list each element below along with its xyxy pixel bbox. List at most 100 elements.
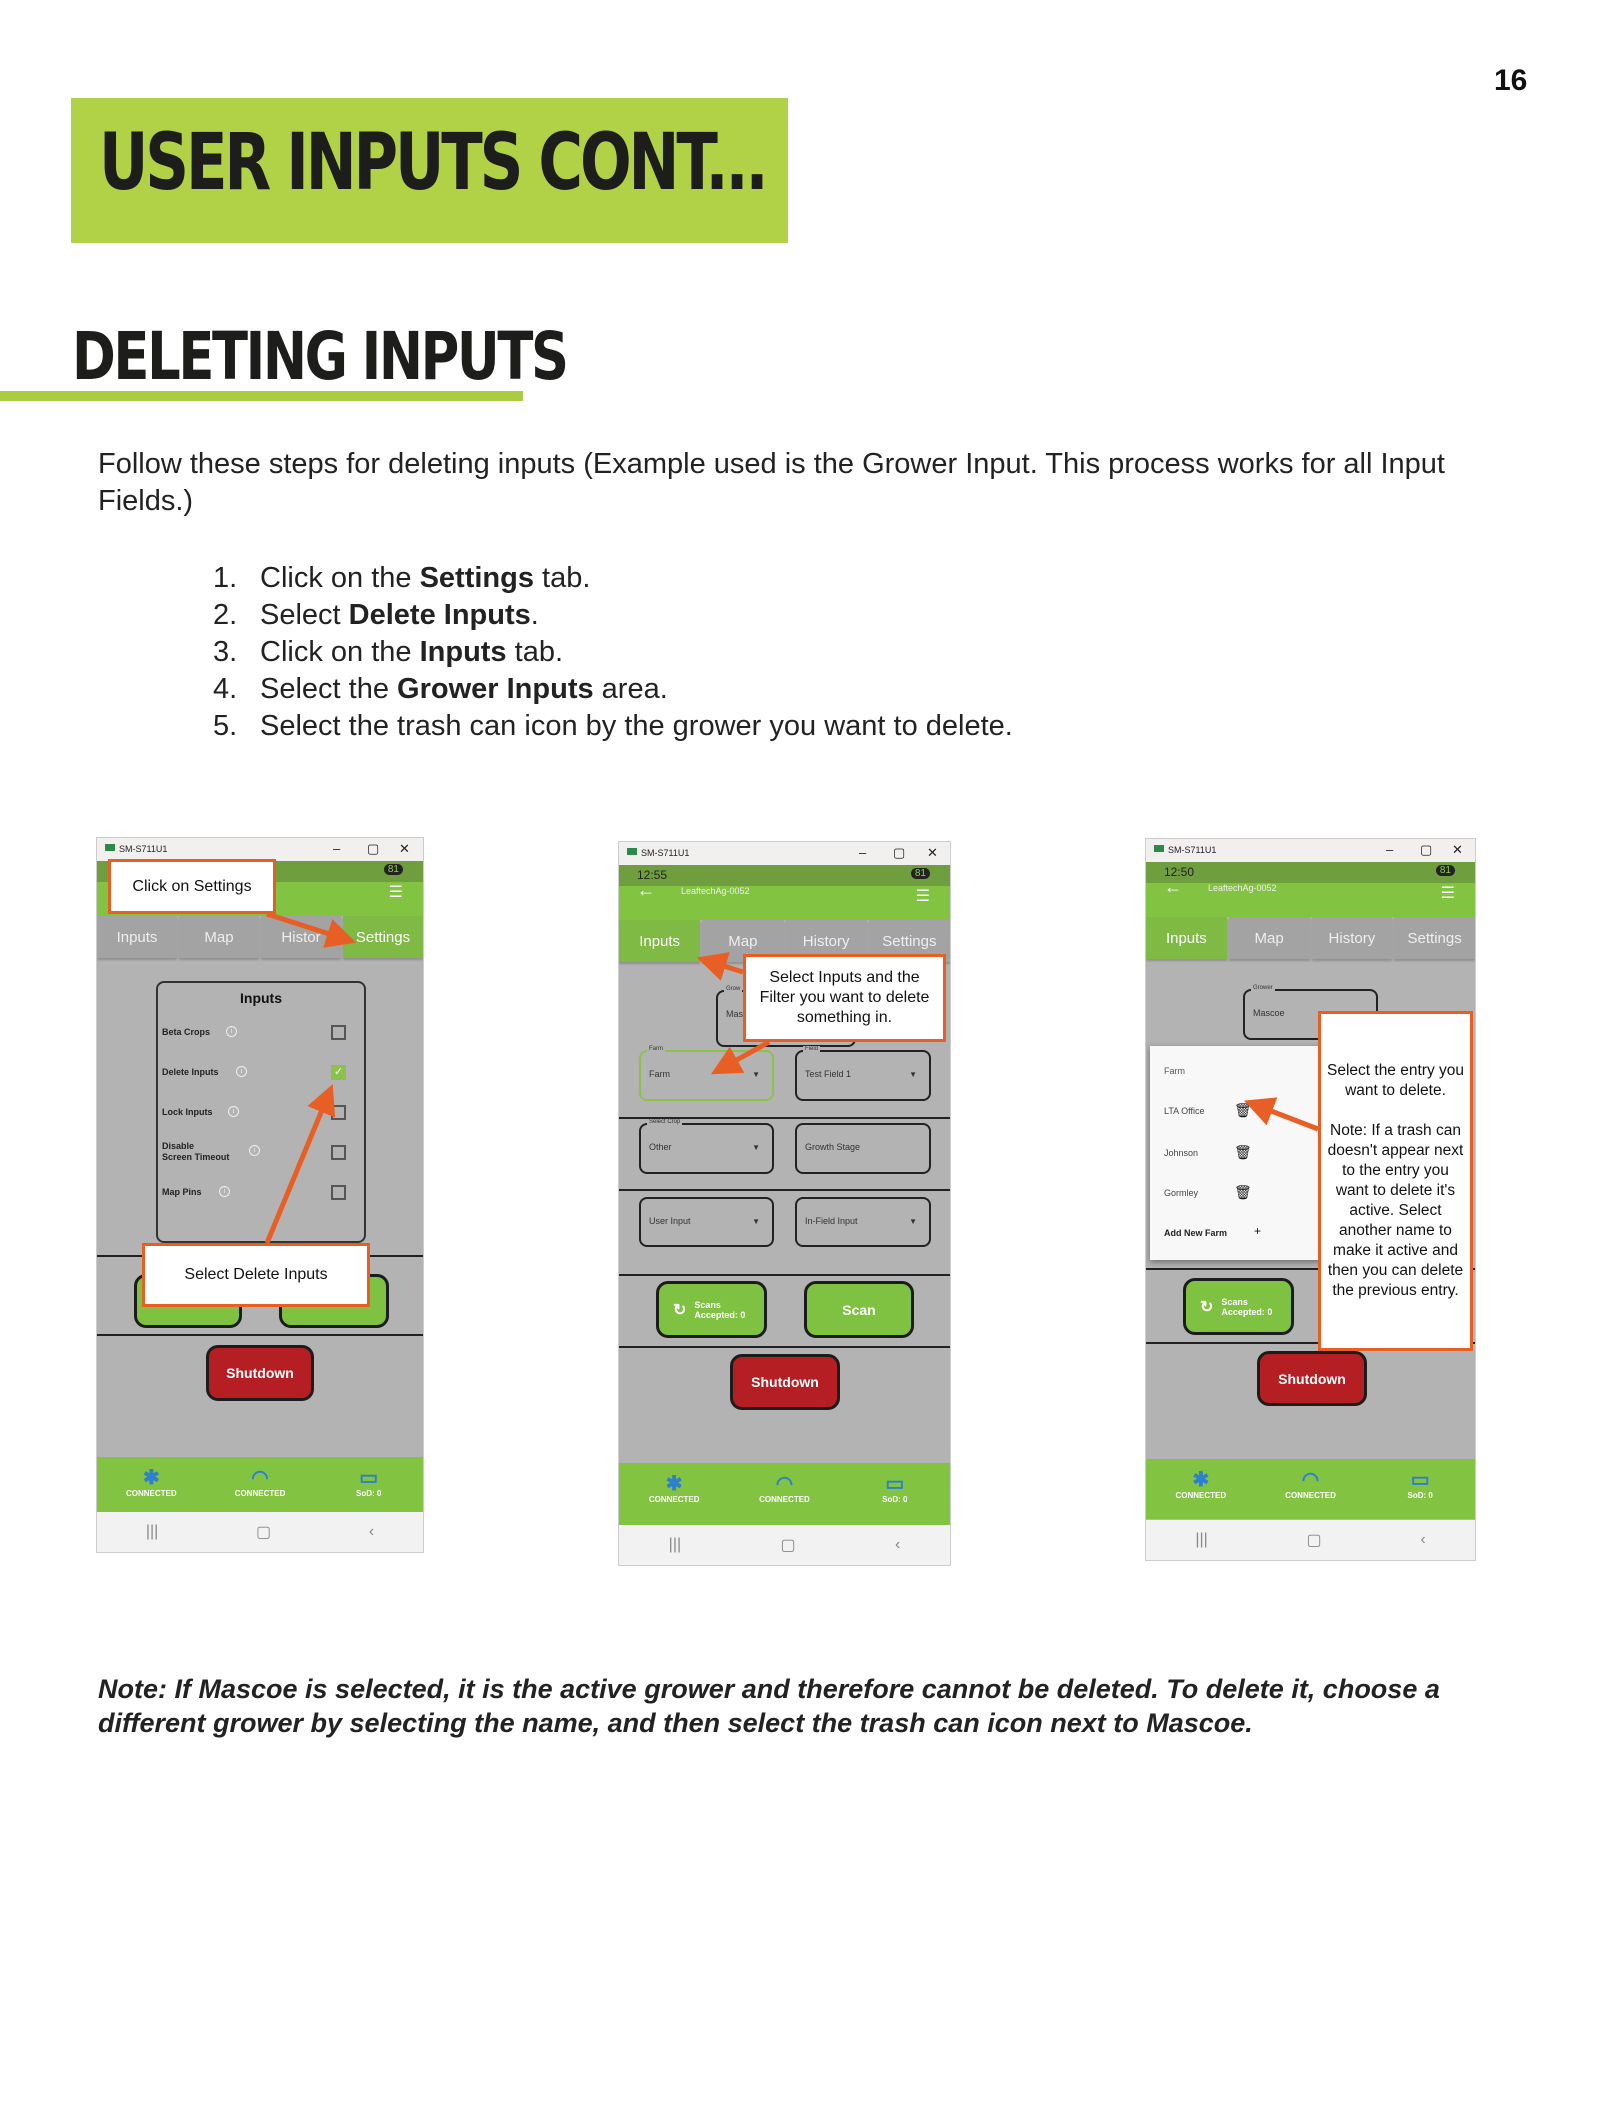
minimize-icon[interactable]: –	[859, 845, 867, 860]
battery-icon: 81	[1435, 865, 1455, 876]
bluetooth-icon: ✱	[1192, 1469, 1210, 1491]
home-icon[interactable]: ▢	[256, 1524, 272, 1541]
tab-history[interactable]: Histor	[261, 916, 341, 958]
tab-settings[interactable]: Settings	[343, 916, 423, 958]
in-field-input-dropdown[interactable]: In-Field Input▼	[795, 1197, 931, 1247]
bluetooth-icon: ✱	[142, 1467, 160, 1489]
tab-settings[interactable]: Settings	[868, 920, 950, 962]
scans-accepted-button[interactable]: ↻Scans Accepted: 0	[1183, 1278, 1294, 1335]
divider	[619, 1346, 950, 1348]
checkbox-delete-inputs-checked[interactable]: ✓	[331, 1065, 346, 1080]
android-nav-bar: ||| ▢ ‹	[1146, 1520, 1475, 1560]
tab-bar: Inputs Map Histor Settings	[97, 916, 423, 958]
setting-delete-inputs: Delete Inputs	[162, 1067, 219, 1077]
menu-icon[interactable]: ☰	[1440, 885, 1455, 902]
menu-item-gormley[interactable]: Gormley	[1164, 1188, 1199, 1198]
inputs-settings-panel: Inputs	[156, 981, 366, 1243]
back-icon[interactable]: ‹	[368, 1523, 375, 1540]
recents-icon[interactable]: |||	[668, 1536, 682, 1553]
wifi-status: ◠CONNECTED	[729, 1463, 839, 1526]
page-title: USER INPUTS CONT...	[99, 118, 769, 208]
home-icon[interactable]: ▢	[1306, 1532, 1322, 1549]
recents-icon[interactable]: |||	[1195, 1531, 1208, 1548]
tab-inputs[interactable]: Inputs	[1146, 917, 1227, 959]
plus-icon[interactable]: +	[1254, 1224, 1262, 1238]
shutdown-button[interactable]: Shutdown	[206, 1345, 314, 1401]
dropdown-caret-icon: ▼	[909, 1070, 917, 1079]
info-icon[interactable]: i	[249, 1145, 260, 1156]
back-arrow-icon[interactable]: ←	[1164, 877, 1182, 897]
checkbox-beta-crops[interactable]	[331, 1025, 346, 1040]
shutdown-button[interactable]: Shutdown	[730, 1354, 840, 1410]
android-nav-bar: ||| ▢ ‹	[619, 1525, 950, 1565]
sod-status: ▭SoD: 0	[314, 1457, 423, 1517]
info-icon[interactable]: i	[228, 1106, 239, 1117]
growth-stage-dropdown[interactable]: Growth Stage	[795, 1123, 931, 1174]
info-icon[interactable]: i	[226, 1026, 237, 1037]
recents-icon[interactable]: |||	[145, 1523, 159, 1540]
trash-icon[interactable]: 🗑	[1234, 1144, 1252, 1160]
menu-icon[interactable]: ☰	[388, 884, 403, 901]
back-icon[interactable]: ‹	[894, 1536, 901, 1553]
tab-settings[interactable]: Settings	[1394, 917, 1475, 959]
note-text: Note: If Mascoe is selected, it is the a…	[98, 1674, 1440, 1738]
close-icon[interactable]: ✕	[399, 841, 410, 856]
close-icon[interactable]: ✕	[927, 845, 938, 860]
divider	[1146, 1268, 1475, 1270]
clock: 12:55	[637, 868, 668, 882]
divider	[619, 1117, 950, 1119]
maximize-icon[interactable]: ▢	[893, 845, 906, 860]
menu-item-lta-office[interactable]: LTA Office	[1164, 1106, 1205, 1116]
back-arrow-icon[interactable]: ←	[637, 880, 655, 900]
checkbox-screen-timeout[interactable]	[331, 1145, 346, 1160]
setting-beta-crops: Beta Crops	[162, 1027, 211, 1037]
intro-paragraph: Follow these steps for deleting inputs (…	[98, 448, 1445, 517]
trash-icon[interactable]: 🗑	[1234, 1102, 1252, 1118]
home-icon[interactable]: ▢	[780, 1537, 796, 1554]
back-icon[interactable]: ‹	[1420, 1531, 1426, 1548]
tab-inputs[interactable]: Inputs	[619, 920, 701, 962]
tab-map[interactable]: Map	[1228, 917, 1310, 959]
close-icon[interactable]: ✕	[1452, 842, 1463, 857]
checkbox-map-pins[interactable]	[331, 1185, 346, 1200]
shutdown-button[interactable]: Shutdown	[1257, 1351, 1367, 1406]
menu-item-johnson[interactable]: Johnson	[1164, 1148, 1199, 1158]
checkbox-lock-inputs[interactable]	[331, 1105, 346, 1120]
screenshot-settings: SM-S711U1–▢✕ 81 ☰ Inputs Map Histor Sett…	[96, 837, 424, 1553]
step: 2.Select Delete Inputs.	[213, 599, 539, 631]
user-input-dropdown[interactable]: User Input▼	[639, 1197, 774, 1247]
tab-history[interactable]: History	[1311, 917, 1393, 959]
scanner-icon: ▭	[1410, 1469, 1430, 1491]
device-name: LeaftechAg-0052	[681, 886, 750, 896]
info-icon[interactable]: i	[219, 1186, 230, 1197]
trash-icon[interactable]: 🗑	[1234, 1184, 1252, 1200]
maximize-icon[interactable]: ▢	[1420, 842, 1433, 857]
title-banner: USER INPUTS CONT...	[71, 98, 788, 243]
divider	[1146, 1342, 1475, 1344]
callout-click-settings: Click on Settings	[108, 859, 276, 914]
step: 4.Select the Grower Inputs area.	[213, 673, 668, 705]
info-icon[interactable]: i	[236, 1066, 247, 1077]
minimize-icon[interactable]: –	[333, 841, 341, 856]
setting-disable-screen-timeout: Disable Screen Timeout	[162, 1141, 230, 1162]
step: 3.Click on the Inputs tab.	[213, 636, 564, 668]
menu-item-add-new-farm[interactable]: Add New Farm	[1164, 1228, 1228, 1238]
bluetooth-status: ✱CONNECTED	[1146, 1459, 1256, 1519]
tab-inputs[interactable]: Inputs	[97, 916, 177, 958]
divider	[97, 1334, 423, 1336]
wifi-icon: ◠	[1301, 1469, 1320, 1491]
maximize-icon[interactable]: ▢	[367, 841, 380, 856]
window-titlebar: SM-S711U1–▢✕	[1146, 839, 1475, 862]
step: 1.Click on the Settings tab.	[213, 562, 591, 594]
minimize-icon[interactable]: –	[1386, 842, 1394, 857]
scans-accepted-button[interactable]: ↻Scans Accepted: 0	[656, 1281, 767, 1338]
steps-list: 1.Click on the Settings tab. 2.Select De…	[213, 560, 1013, 745]
tab-map[interactable]: Map	[179, 916, 259, 958]
bluetooth-status: ✱CONNECTED	[619, 1463, 729, 1526]
status-footer: ✱CONNECTED ◠CONNECTED ▭SoD: 0	[97, 1457, 423, 1517]
menu-icon[interactable]: ☰	[915, 888, 930, 905]
scan-button[interactable]: Scan	[804, 1281, 914, 1338]
